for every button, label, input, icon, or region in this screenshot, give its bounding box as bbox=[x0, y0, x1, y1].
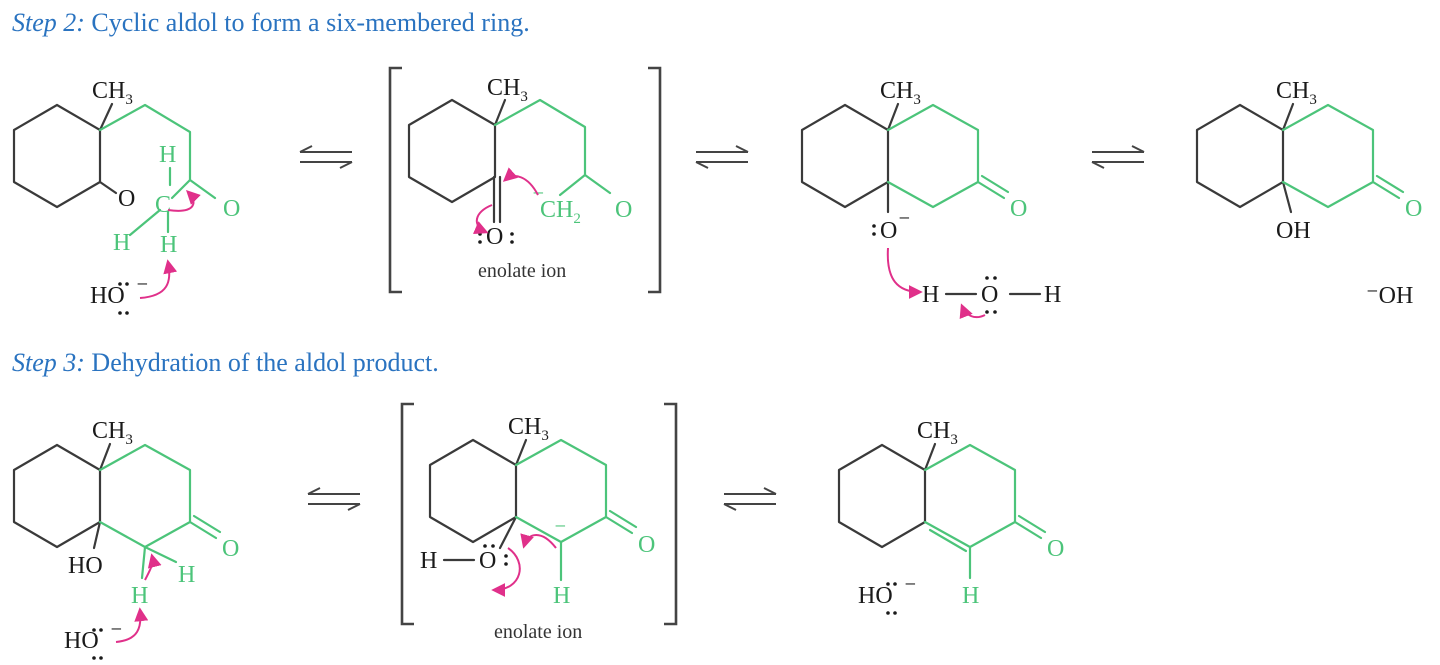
hydroxide: HO bbox=[64, 628, 99, 654]
hydroxide-charge: ⁻ bbox=[110, 621, 123, 647]
step3-prefix: Step 3: bbox=[12, 348, 85, 377]
alkoxide-o: O bbox=[880, 218, 897, 244]
step2-prefix: Step 2: bbox=[12, 8, 85, 37]
step3-title-text: Dehydration of the aldol product. bbox=[91, 348, 439, 377]
h-abstracted: H bbox=[131, 583, 148, 609]
ketone-o: O bbox=[1010, 196, 1027, 222]
aldehyde-o: O bbox=[615, 197, 632, 223]
carbanion-charge: ⁻ bbox=[554, 518, 567, 544]
ch3-label: CH3 bbox=[487, 75, 528, 105]
step2-enolate: CH3 O CH2 ⁻ O enolate ion bbox=[388, 66, 662, 294]
water-h-left: H bbox=[922, 282, 939, 308]
step3-title: Step 3: Dehydration of the aldol product… bbox=[12, 348, 439, 378]
step2-aldol-product: CH3 O OH ⁻OH bbox=[1195, 78, 1422, 309]
step2-title-text: Cyclic aldol to form a six-membered ring… bbox=[91, 8, 530, 37]
hydroxide-ion: ⁻OH bbox=[1366, 283, 1413, 309]
hydroxide-charge: ⁻ bbox=[136, 276, 149, 302]
ketone-o: O bbox=[1047, 536, 1064, 562]
ch3-label: CH3 bbox=[1276, 78, 1317, 108]
step2-alkoxide: CH3 O O ⁻ H O H bbox=[800, 78, 1061, 320]
ketone-o: O bbox=[222, 536, 239, 562]
equilibrium-arrow-2 bbox=[695, 145, 749, 169]
ch3-label: CH3 bbox=[880, 78, 921, 108]
step3-enone-product: CH3 O H HO ⁻ bbox=[837, 418, 1064, 615]
ketone-o: O bbox=[638, 532, 655, 558]
equilibrium-arrow-3 bbox=[1091, 145, 1145, 169]
leaving-oh-h: H bbox=[420, 548, 437, 574]
hydroxide: HO bbox=[90, 283, 125, 309]
ch3-label: CH3 bbox=[508, 414, 549, 444]
step2-reactant: CH3 O H C O H H HO ⁻ bbox=[12, 78, 240, 315]
enolate-label: enolate ion bbox=[494, 621, 582, 643]
ch3-label: CH3 bbox=[92, 418, 133, 448]
water-o: O bbox=[981, 282, 998, 308]
step2-title: Step 2: Cyclic aldol to form a six-membe… bbox=[12, 8, 530, 38]
enolate-label: enolate ion bbox=[478, 260, 566, 282]
aldehyde-o: O bbox=[223, 196, 240, 222]
step3-aldol: CH3 O HO H H HO ⁻ bbox=[12, 418, 239, 660]
hydroxide: HO bbox=[858, 583, 893, 609]
equilibrium-arrow-5 bbox=[723, 487, 777, 511]
hydroxide-charge: ⁻ bbox=[904, 576, 917, 602]
enolate-ketone-o: O bbox=[486, 224, 503, 250]
hydroxyl-ho: HO bbox=[68, 553, 103, 579]
ketone-o: O bbox=[1405, 196, 1422, 222]
h-top: H bbox=[159, 142, 176, 168]
alkoxide-charge: ⁻ bbox=[898, 210, 911, 236]
h-abstracted: H bbox=[160, 232, 177, 258]
equilibrium-arrow-1 bbox=[299, 145, 353, 169]
ketone-o: O bbox=[118, 186, 135, 212]
leaving-oh-o: O bbox=[479, 548, 496, 574]
vinyl-h: H bbox=[553, 583, 570, 609]
h-left: H bbox=[113, 230, 130, 256]
hydroxyl-oh: OH bbox=[1276, 218, 1311, 244]
ch3-label: CH3 bbox=[917, 418, 958, 448]
ch3-label: CH3 bbox=[92, 78, 133, 108]
water-h-right: H bbox=[1044, 282, 1061, 308]
equilibrium-arrow-4 bbox=[307, 487, 361, 511]
h-right: H bbox=[178, 562, 195, 588]
carbanion-ch2: CH2 bbox=[540, 197, 581, 227]
step3-enolate: CH3 O ⁻ H O H enolate ion bbox=[400, 402, 678, 643]
vinyl-h: H bbox=[962, 583, 979, 609]
alpha-carbon: C bbox=[155, 192, 171, 218]
